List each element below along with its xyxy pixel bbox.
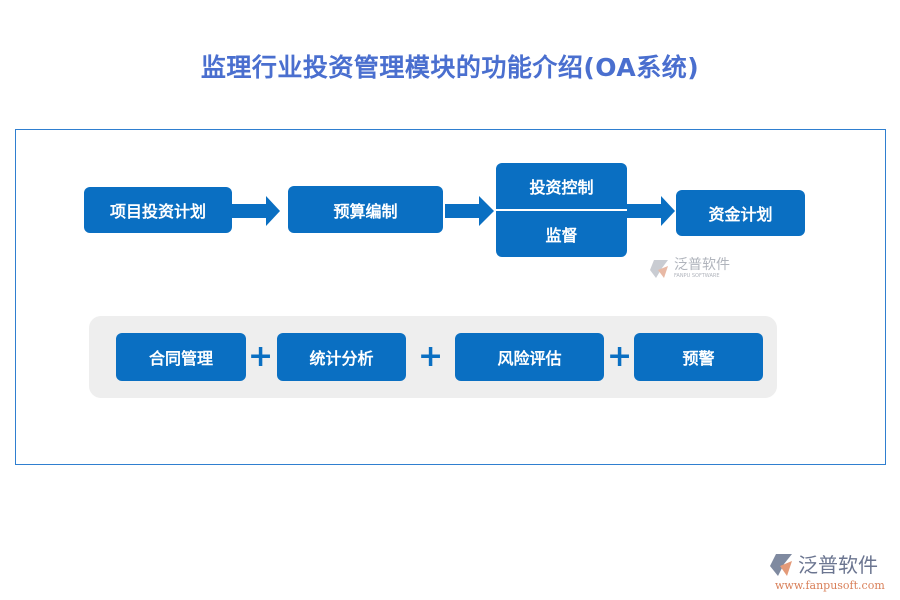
- module-statistics: 统计分析: [277, 333, 406, 381]
- arrow-icon: [627, 196, 675, 226]
- flow-step-budget: 预算编制: [288, 186, 443, 233]
- diagram-frame: [15, 129, 886, 465]
- module-risk: 风险评估: [455, 333, 604, 381]
- module-contract: 合同管理: [116, 333, 246, 381]
- flow-step-supervision: 监督: [496, 211, 627, 257]
- plus-icon: +: [248, 339, 274, 374]
- module-warning: 预警: [634, 333, 763, 381]
- brand-url: www.fanpusoft.com: [775, 579, 885, 592]
- plus-icon: +: [418, 339, 444, 374]
- flow-step-investment-control: 投资控制: [496, 163, 627, 209]
- fanpu-logo-icon: [650, 260, 668, 278]
- watermark-sub: FANPU SOFTWARE: [674, 273, 720, 279]
- brand-name: 泛普软件: [798, 553, 878, 577]
- arrow-icon: [445, 196, 494, 226]
- flow-step-project-plan: 项目投资计划: [84, 187, 232, 233]
- plus-icon: +: [607, 339, 633, 374]
- fanpu-logo-icon: [770, 554, 792, 576]
- flow-step-fund-plan: 资金计划: [676, 190, 805, 236]
- arrow-icon: [232, 196, 280, 226]
- page-title: 监理行业投资管理模块的功能介绍(OA系统): [200, 53, 700, 82]
- watermark: 泛普软件 FANPU SOFTWARE: [648, 258, 730, 280]
- brand-logo: 泛普软件: [768, 552, 878, 578]
- watermark-name: 泛普软件: [674, 257, 730, 273]
